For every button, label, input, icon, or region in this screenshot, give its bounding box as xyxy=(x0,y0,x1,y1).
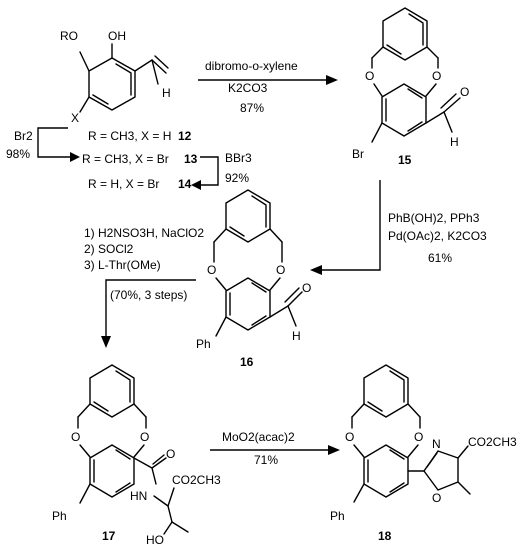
oh-label: OH xyxy=(108,29,126,43)
compound-17-label: 17 xyxy=(102,529,116,543)
ph-label-16: Ph xyxy=(196,337,211,351)
bbr3-yield: 92% xyxy=(225,171,249,185)
n-label-18: N xyxy=(432,437,441,451)
ph-label-17: Ph xyxy=(52,509,67,523)
o-label-18a: O xyxy=(345,430,354,444)
co2ch3-label-17: CO2CH3 xyxy=(172,473,221,487)
aryl-aldehyde-12-14: RO OH X H xyxy=(60,29,171,125)
ro-label: RO xyxy=(60,29,78,43)
row-12-text: R = CH3, X = H xyxy=(88,129,171,143)
bbr3-arrow: BBr3 92% xyxy=(191,151,252,190)
h-label: H xyxy=(162,86,171,100)
o-label-18c: O xyxy=(432,491,441,505)
o-label-18b: O xyxy=(414,430,423,444)
o-label-15c: O xyxy=(460,85,469,99)
o-label-17a: O xyxy=(71,430,80,444)
br2-reagent: Br2 xyxy=(14,129,33,143)
o-label-15b: O xyxy=(432,69,441,83)
compound-12-label: 12 xyxy=(178,129,192,143)
co2ch3-label-18: CO2CH3 xyxy=(468,435,517,449)
step1-reagent-1: dibromo-o-xylene xyxy=(205,59,298,73)
br2-yield: 98% xyxy=(6,147,30,161)
o-label-16b: O xyxy=(276,263,285,277)
o-label-16c: O xyxy=(302,281,311,295)
step1-reagent-2: K2CO3 xyxy=(228,81,268,95)
h-label-15: H xyxy=(450,135,459,149)
br2-arrow: Br2 98% xyxy=(6,127,80,162)
amide-reagent-4: (70%, 3 steps) xyxy=(110,288,187,302)
compound-15: O O O H Br 15 xyxy=(352,7,469,167)
compound-16: O O O H Ph 16 xyxy=(196,189,311,369)
hn-label-17: HN xyxy=(130,489,147,503)
amide-reagent-3: 3) L-Thr(OMe) xyxy=(84,258,161,272)
o-label-17c: O xyxy=(166,447,175,461)
o-label-16a: O xyxy=(207,263,216,277)
suzuki-reagent-1: PhB(OH)2, PPh3 xyxy=(388,211,480,225)
compound-14-label: 14 xyxy=(178,177,192,191)
substituent-table: R = CH3, X = H 12 R = CH3, X = Br 13 R =… xyxy=(82,129,198,191)
compound-13-label: 13 xyxy=(184,152,198,166)
cyclize-reagent: MoO2(acac)2 xyxy=(222,430,295,444)
step1-yield: 87% xyxy=(240,101,264,115)
compound-16-label: 16 xyxy=(240,355,254,369)
bbr3-reagent: BBr3 xyxy=(225,151,252,165)
compound-15-label: 15 xyxy=(398,153,412,167)
cyclize-yield: 71% xyxy=(254,453,278,467)
row-14-text: R = H, X = Br xyxy=(88,177,159,191)
br-label-15: Br xyxy=(352,147,364,161)
amide-arrow: 1) H2NSO3H, NaClO2 2) SOCl2 3) L-Thr(OMe… xyxy=(84,226,204,348)
compound-17: O O O HN CO2CH3 HO Ph 17 xyxy=(52,364,221,547)
row-13-text: R = CH3, X = Br xyxy=(82,152,169,166)
amide-reagent-1: 1) H2NSO3H, NaClO2 xyxy=(84,226,204,240)
amide-reagent-2: 2) SOCl2 xyxy=(84,242,134,256)
o-label-15a: O xyxy=(365,69,374,83)
ph-label-18: Ph xyxy=(330,509,345,523)
suzuki-yield: 61% xyxy=(428,251,452,265)
compound-18-label: 18 xyxy=(378,529,392,543)
ho-label-17: HO xyxy=(146,533,164,547)
x-label: X xyxy=(71,111,79,125)
h-label-16: H xyxy=(292,329,301,343)
o-label-17b: O xyxy=(140,430,149,444)
compound-18: O O Ph N O CO2CH3 18 xyxy=(330,364,517,543)
suzuki-arrow: PhB(OH)2, PPh3 Pd(OAc)2, K2CO3 61% xyxy=(310,180,487,275)
step1-arrow: dibromo-o-xylene K2CO3 87% xyxy=(198,59,338,115)
cyclize-arrow: MoO2(acac)2 71% xyxy=(210,430,340,467)
suzuki-reagent-2: Pd(OAc)2, K2CO3 xyxy=(388,229,487,243)
